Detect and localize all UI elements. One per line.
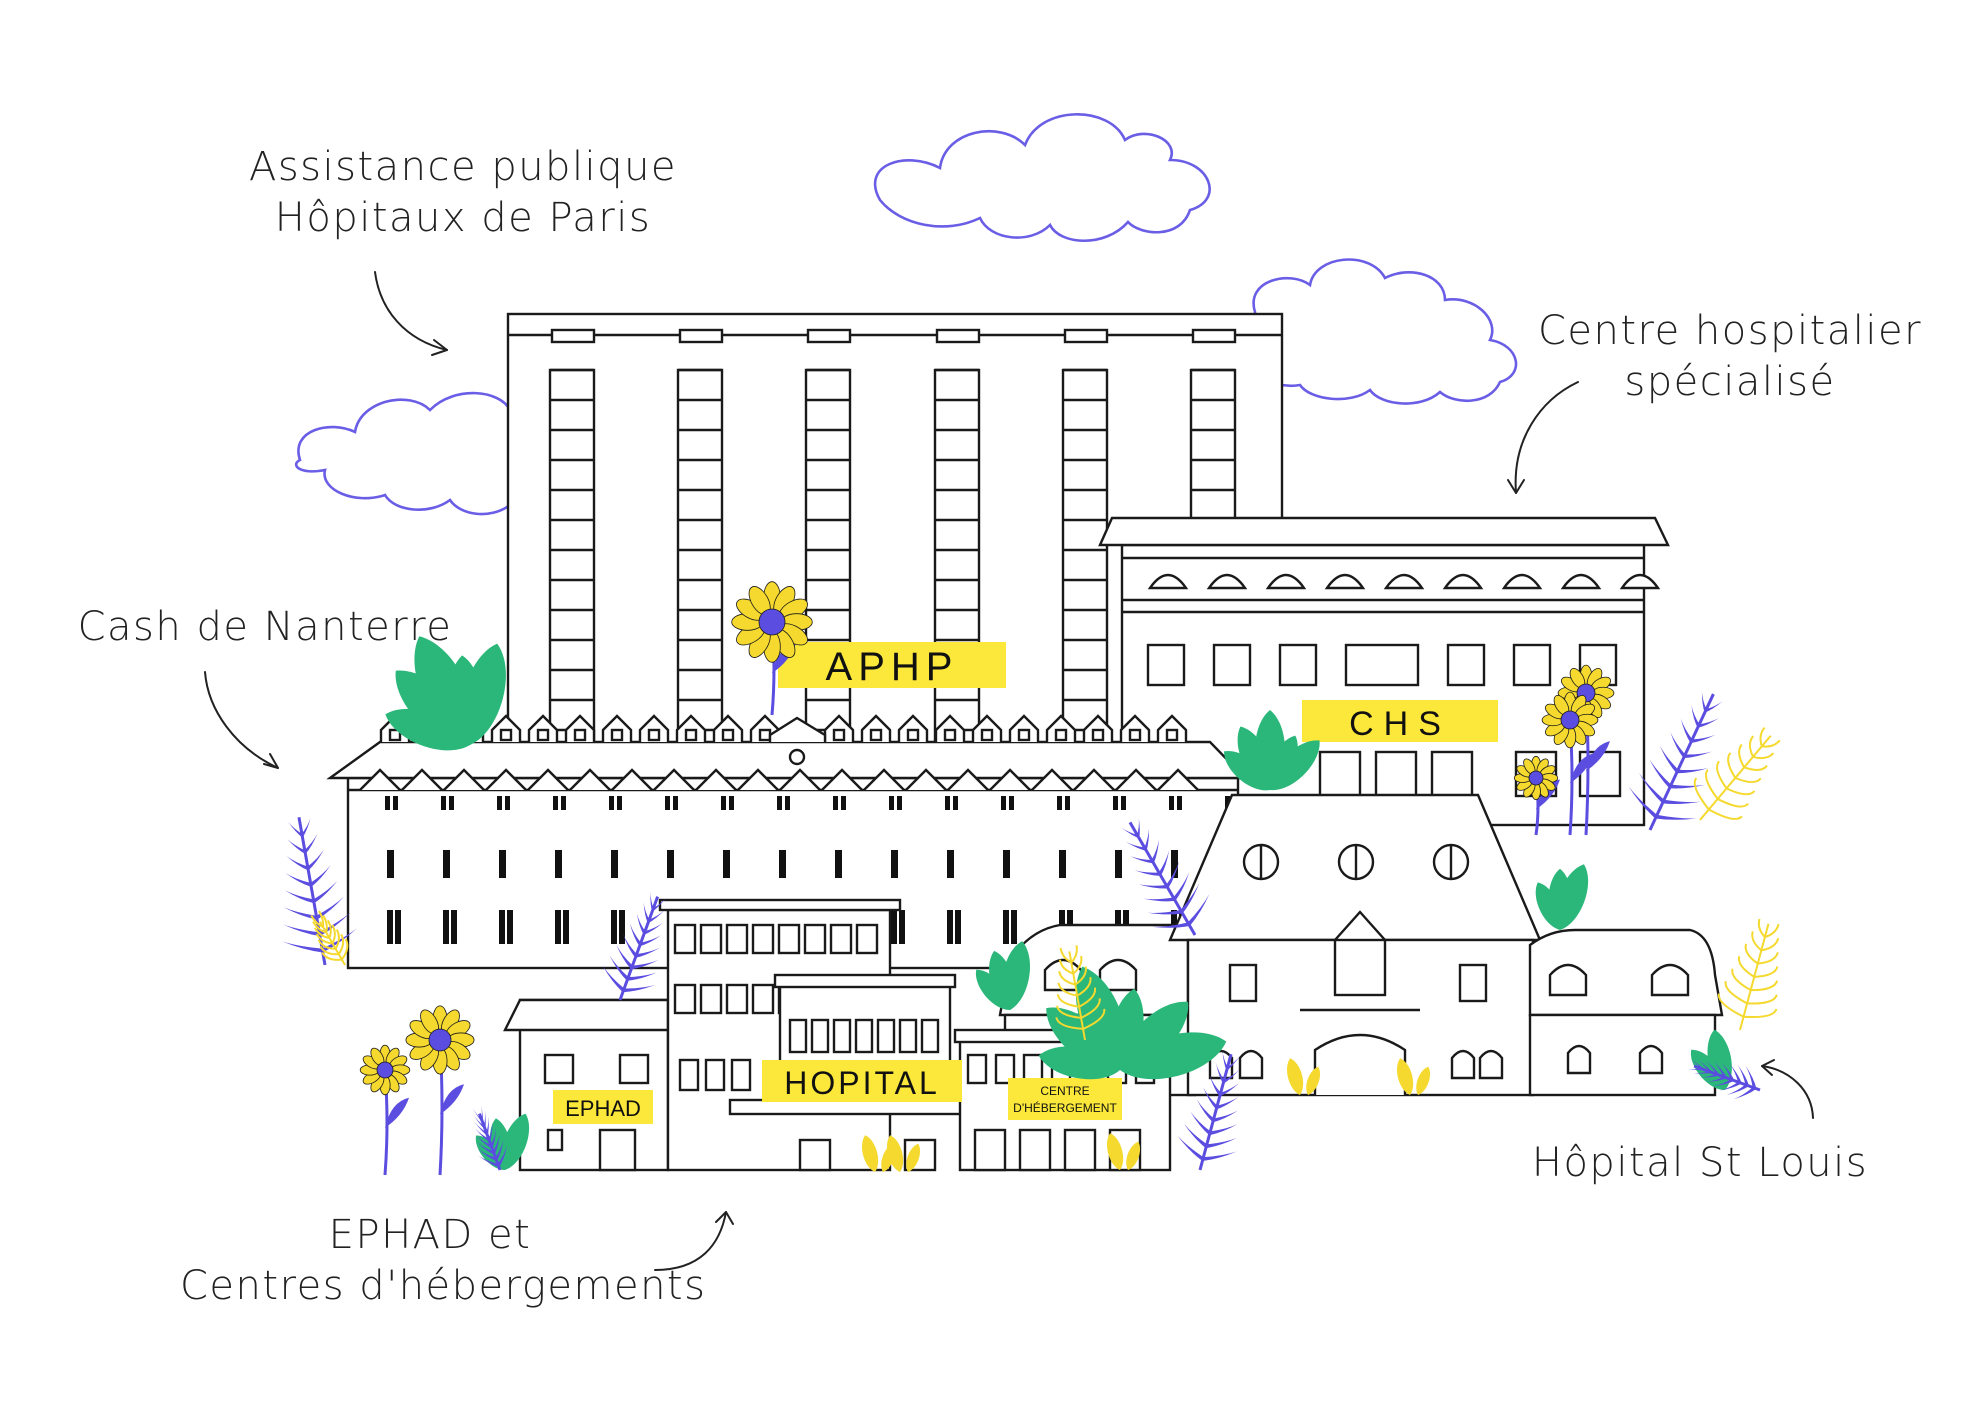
fern-icon [1055, 945, 1106, 1041]
leaf-icon [887, 1135, 921, 1172]
sign-chs: CHS [1302, 700, 1498, 743]
fern-icon [310, 910, 349, 966]
sign-chs-label: CHS [1349, 705, 1451, 743]
label-chs: Centre hospitalier spécialisé [1530, 306, 1930, 408]
label-aphp-line2: Hôpitaux de Paris [274, 195, 652, 242]
label-stlouis: Hôpital St Louis [1520, 1138, 1880, 1189]
sunflower-icon [1541, 691, 1599, 836]
sign-aphp-label: APHP [826, 645, 959, 689]
label-aphp: Assistance publique Hôpitaux de Paris [243, 142, 683, 244]
leaf-icon [1224, 710, 1320, 791]
sign-hopital-label: HOPITAL [784, 1065, 940, 1101]
label-nanterre-line1: Cash de Nanterre [77, 604, 453, 650]
leaf-icon [1107, 1133, 1141, 1170]
sign-centre-line1: CENTRE [1040, 1084, 1089, 1098]
leaf-icon [975, 941, 1030, 1011]
cloud-icon [294, 391, 512, 516]
label-ehpad-line1: EPHAD et [328, 1212, 532, 1258]
fern-icon [472, 1105, 508, 1171]
leaf-icon [385, 636, 506, 751]
leaf-icon [1038, 966, 1227, 1080]
sunflower-icon [731, 581, 813, 716]
sign-ephad: EPHAD [553, 1090, 653, 1124]
sign-aphp: APHP [778, 642, 1006, 689]
hopital-building [658, 898, 992, 1172]
ehpad-building [503, 998, 670, 1172]
label-stlouis-line1: Hôpital St Louis [1531, 1140, 1869, 1186]
arrow-icon [1761, 1059, 1814, 1119]
arrow-icon [1507, 381, 1579, 494]
label-nanterre: Cash de Nanterre [75, 602, 455, 653]
arrow-icon [374, 271, 448, 356]
sign-centre: CENTRE D'HÉBERGEMENT [1008, 1078, 1122, 1120]
arrow-icon [204, 671, 279, 769]
sunflower-icon [359, 1044, 411, 1176]
sign-ephad-label: EPHAD [565, 1096, 641, 1121]
fern-icon [1693, 727, 1781, 821]
cloud-icon [1251, 258, 1518, 405]
leaf-icon [1287, 1058, 1321, 1095]
label-chs-line2: spécialisé [1624, 359, 1836, 406]
fern-icon [1628, 691, 1723, 831]
sunflower-icon [1513, 755, 1560, 836]
fern-icon [1177, 1051, 1241, 1171]
leaf-icon [1397, 1058, 1431, 1095]
sign-hopital: HOPITAL [762, 1060, 962, 1102]
fern-icon [1717, 918, 1780, 1031]
label-chs-line1: Centre hospitalier [1537, 308, 1923, 354]
fern-icon [1121, 817, 1210, 936]
fern-icon [1686, 1058, 1761, 1100]
label-ehpad-line2: Centres d'hébergements [180, 1263, 707, 1310]
cloud-icon [873, 113, 1211, 242]
sign-centre-line2: D'HÉBERGEMENT [1013, 1100, 1117, 1115]
label-ehpad: EPHAD et Centres d'hébergements [180, 1210, 707, 1312]
fern-icon [602, 892, 667, 1001]
sunflower-icon [405, 1005, 475, 1176]
label-aphp-line1: Assistance publique [248, 144, 678, 190]
arrow-icon [654, 1211, 734, 1271]
leaf-icon [1535, 864, 1588, 930]
